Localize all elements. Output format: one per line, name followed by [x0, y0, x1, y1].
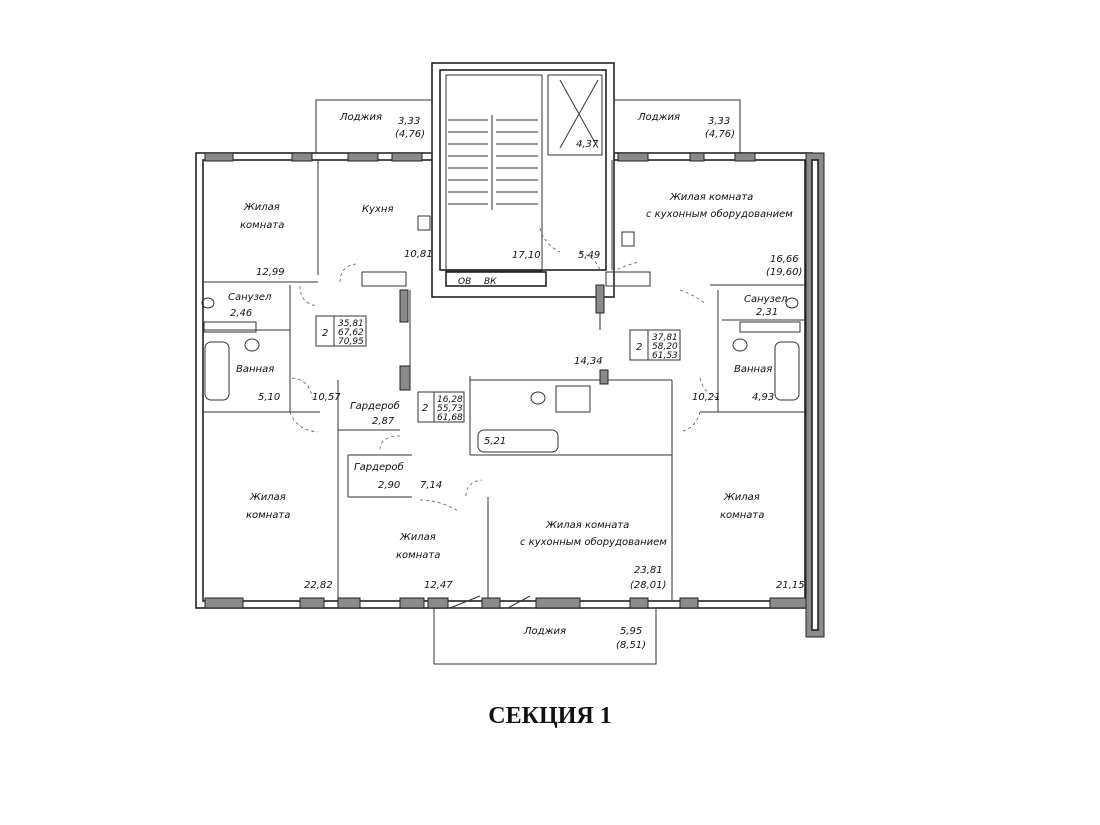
living-bk-name-2: с кухонным оборудованием	[520, 536, 667, 548]
living-bc-area: 12,47	[424, 580, 453, 591]
living-bl-name-1: Жилая	[249, 492, 286, 503]
wardrobe-1-area: 2,87	[372, 416, 395, 427]
living-bc-name-1: Жилая	[399, 532, 436, 543]
living-br-area: 21,15	[776, 580, 805, 591]
wall-columns	[204, 152, 807, 609]
living-br-name-1: Жилая	[723, 492, 760, 503]
wc-r-name: Санузел	[744, 294, 788, 305]
core-block	[431, 62, 615, 298]
loggia-tl-area: 3,33	[398, 116, 420, 127]
living-tl-name-2: комната	[240, 220, 284, 231]
bath-c-area: 5,21	[484, 436, 506, 447]
door-swings	[289, 227, 719, 609]
wc-l-name: Санузел	[228, 292, 272, 303]
lobby-top-area: 5,49	[578, 250, 600, 261]
living-bc-name-2: комната	[396, 550, 440, 561]
living-tl-area: 12,99	[256, 267, 285, 278]
hall-l-area: 10,57	[312, 392, 341, 403]
living-bk-area-alt: (28,01)	[630, 580, 666, 591]
loggia-tr-area: 3,33	[708, 116, 730, 127]
apt-tag-center: 2 16,28 55,73 61,68	[417, 391, 465, 423]
loggia-tl-area-alt: (4,76)	[395, 129, 425, 140]
elevator-area: 4,37	[576, 139, 599, 150]
wardrobe-2-area: 2,90	[378, 480, 400, 491]
bath-l-name: Ванная	[236, 364, 274, 375]
apt-r-a3: 61,53	[652, 351, 678, 361]
ov-label: ОВ	[458, 277, 471, 287]
living-bl-name-2: комната	[246, 510, 290, 521]
hall-r-area: 10,21	[692, 392, 721, 403]
kitchen-tl-name: Кухня	[362, 204, 394, 215]
loggia-b-area: 5,95	[620, 626, 642, 637]
loggia-tl-name: Лоджия	[339, 112, 382, 123]
loggia-tr-area-alt: (4,76)	[705, 129, 735, 140]
apt-r-a2: 58,20	[652, 342, 678, 352]
living-bk-area: 23,81	[634, 565, 663, 576]
apt-c-rooms: 2	[422, 403, 428, 414]
apt-l-rooms: 2	[322, 328, 328, 339]
living-tr-name-2: с кухонным оборудованием	[646, 208, 793, 220]
wardrobe-2-name: Гардероб	[354, 461, 404, 473]
loggia-tr-name: Лоджия	[637, 112, 680, 123]
corridor-area: 14,34	[574, 356, 603, 367]
wc-r-area: 2,31	[756, 307, 778, 318]
hall-c-area: 7,14	[420, 480, 442, 491]
kitchen-tl-area: 10,81	[404, 249, 433, 260]
wc-l-area: 2,46	[230, 308, 252, 319]
apt-l-a1: 35,81	[338, 319, 364, 329]
apt-tag-right: 2 37,81 58,20 61,53	[629, 329, 681, 361]
living-br-name-2: комната	[720, 510, 764, 521]
bath-l-area: 5,10	[258, 392, 280, 403]
living-bl-area: 22,82	[304, 580, 333, 591]
apt-r-rooms: 2	[636, 342, 642, 353]
living-tr-area-alt: (19,60)	[766, 267, 802, 278]
apt-c-a3: 61,68	[437, 413, 463, 423]
apt-l-a2: 67,62	[338, 328, 364, 338]
apt-c-a2: 55,73	[437, 404, 463, 414]
stair-treads	[448, 115, 538, 210]
living-tl-name-1: Жилая	[243, 202, 280, 213]
living-tr-name-1: Жилая комната	[669, 192, 753, 203]
living-tr-area: 16,66	[770, 254, 799, 265]
apt-c-a1: 16,28	[437, 395, 463, 405]
stair-area: 17,10	[512, 250, 541, 261]
fixtures	[201, 215, 801, 453]
loggia-b-area-alt: (8,51)	[616, 640, 646, 651]
vk-label: ВК	[484, 277, 497, 287]
loggia-b-name: Лоджия	[523, 626, 566, 637]
section-title: СЕКЦИЯ 1	[488, 703, 612, 729]
apt-tag-left: 2 35,81 67,62 70,95	[315, 315, 367, 347]
apt-r-a1: 37,81	[652, 333, 678, 343]
bath-r-name: Ванная	[734, 364, 772, 375]
bath-r-area: 4,93	[752, 392, 774, 403]
apt-l-a3: 70,95	[338, 337, 364, 347]
living-bk-name-1: Жилая комната	[545, 520, 629, 531]
wardrobe-1-name: Гардероб	[350, 400, 400, 412]
